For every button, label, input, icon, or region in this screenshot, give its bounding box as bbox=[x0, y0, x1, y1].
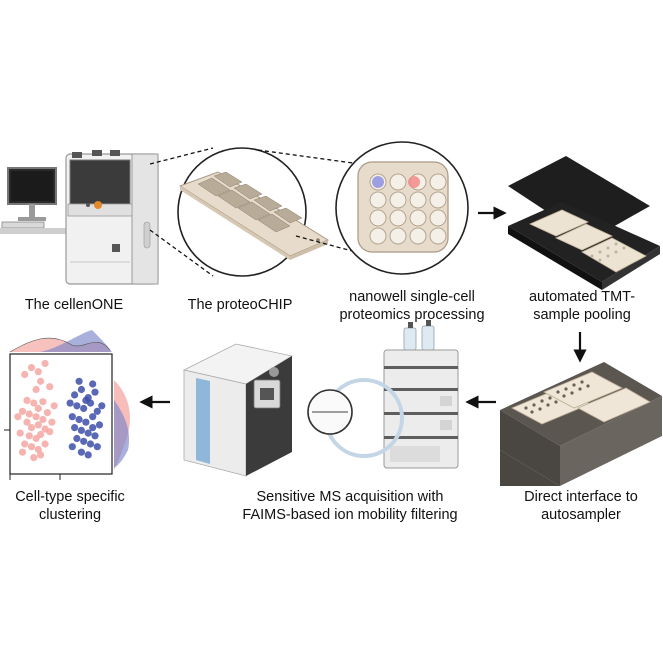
scatter-point bbox=[27, 364, 36, 372]
scatter-point bbox=[18, 448, 27, 456]
scatter-point bbox=[14, 413, 22, 421]
label-ms-line1: Sensitive MS acquisition with bbox=[256, 489, 444, 505]
scatter-point bbox=[77, 385, 85, 394]
scatter-point bbox=[50, 402, 58, 410]
scatter-point bbox=[91, 432, 99, 440]
proteochip-view bbox=[177, 147, 330, 277]
keyboard-icon bbox=[1, 221, 45, 229]
scatter-point bbox=[71, 391, 79, 399]
label-ms-line2: FAIMS-based ion mobility filtering bbox=[242, 507, 458, 523]
clustering-plot bbox=[4, 330, 130, 480]
scatter-point bbox=[41, 359, 49, 368]
scatter-point bbox=[73, 434, 81, 443]
label-cellenone: The cellenONE bbox=[4, 296, 144, 314]
scatter-point bbox=[66, 399, 74, 407]
scatter-point bbox=[16, 429, 24, 437]
autosampler-box bbox=[500, 362, 662, 486]
label-ms: Sensitive MS acquisition with FAIMS-base… bbox=[210, 488, 490, 524]
label-tmt: automated TMT- sample pooling bbox=[512, 288, 652, 324]
scatter-point bbox=[39, 415, 47, 424]
scatter-point bbox=[32, 385, 40, 394]
scatter-point bbox=[37, 451, 45, 459]
scatter-point bbox=[34, 404, 42, 413]
scatter-point bbox=[93, 407, 101, 415]
scatter-point bbox=[23, 396, 31, 404]
scatter-point bbox=[23, 418, 31, 426]
nanowell-view bbox=[335, 141, 469, 275]
label-clustering-line2: clustering bbox=[38, 507, 102, 523]
label-cellenone-text: The cellenONE bbox=[24, 297, 124, 313]
scatter-point bbox=[18, 407, 27, 415]
label-nanowell-line1: nanowell single-cell bbox=[349, 289, 475, 305]
scatter-point bbox=[25, 432, 33, 440]
scatter-point bbox=[89, 413, 97, 421]
scatter-point bbox=[34, 368, 42, 376]
label-direct-line1: Direct interface to bbox=[524, 489, 638, 505]
scatter-point bbox=[91, 388, 99, 396]
scatter-point bbox=[41, 440, 49, 448]
scatter-point bbox=[25, 410, 33, 418]
blue-cell-icon bbox=[372, 176, 384, 188]
label-proteochip-text: The proteoCHIP bbox=[187, 297, 293, 313]
scatter-point bbox=[71, 424, 79, 432]
scatter-point bbox=[89, 424, 97, 432]
lc-stack bbox=[383, 320, 459, 469]
label-nanowell: nanowell single-cell proteomics processi… bbox=[326, 288, 498, 324]
scatter-point bbox=[30, 399, 38, 407]
scatter-point bbox=[34, 445, 42, 454]
scatter-point bbox=[48, 418, 56, 426]
scatter-point bbox=[21, 440, 29, 448]
mass-spectrometer bbox=[182, 343, 294, 477]
label-proteochip: The proteoCHIP bbox=[180, 296, 300, 314]
tmt-pooling-tray bbox=[508, 156, 660, 290]
scatter-point bbox=[84, 451, 92, 459]
scatter-series-a bbox=[14, 359, 58, 462]
scatter-point bbox=[27, 443, 36, 451]
scatter-point bbox=[75, 415, 83, 424]
scatter-point bbox=[77, 426, 85, 434]
scatter-point bbox=[21, 370, 29, 379]
scatter-point bbox=[46, 428, 54, 436]
scatter-point bbox=[68, 443, 76, 451]
scatter-series-b bbox=[66, 377, 106, 459]
label-direct: Direct interface to autosampler bbox=[506, 488, 656, 524]
scatter-point bbox=[27, 424, 36, 432]
label-clustering-line1: Cell-type specific bbox=[15, 489, 125, 505]
scatter-point bbox=[98, 402, 106, 410]
scatter-point bbox=[95, 421, 104, 429]
scatter-point bbox=[37, 377, 45, 385]
label-tmt-line1: automated TMT- bbox=[528, 289, 636, 305]
scatter-point bbox=[46, 383, 54, 391]
label-direct-line2: autosampler bbox=[541, 507, 621, 523]
scatter-point bbox=[86, 440, 95, 448]
scatter-point bbox=[37, 430, 45, 439]
scatter-point bbox=[73, 402, 81, 410]
scatter-point bbox=[68, 413, 76, 421]
scatter-point bbox=[32, 413, 40, 421]
scatter-point bbox=[82, 396, 90, 404]
scatter-point bbox=[82, 418, 90, 426]
scatter-point bbox=[34, 421, 42, 429]
red-cell-icon bbox=[408, 176, 420, 188]
scatter-point bbox=[89, 380, 97, 388]
cellenone-instrument bbox=[0, 150, 159, 285]
scatter-point bbox=[80, 404, 88, 413]
scatter-point bbox=[75, 377, 83, 385]
scatter-point bbox=[80, 437, 88, 445]
scatter-point bbox=[30, 454, 38, 462]
scatter-point bbox=[43, 409, 52, 417]
label-nanowell-line2: proteomics processing bbox=[339, 307, 485, 323]
scatter-point bbox=[77, 448, 85, 456]
scatter-point bbox=[39, 398, 47, 406]
scatter-point bbox=[84, 429, 92, 437]
label-clustering: Cell-type specific clustering bbox=[0, 488, 140, 524]
label-tmt-line2: sample pooling bbox=[533, 307, 631, 323]
scatter-point bbox=[93, 443, 101, 451]
